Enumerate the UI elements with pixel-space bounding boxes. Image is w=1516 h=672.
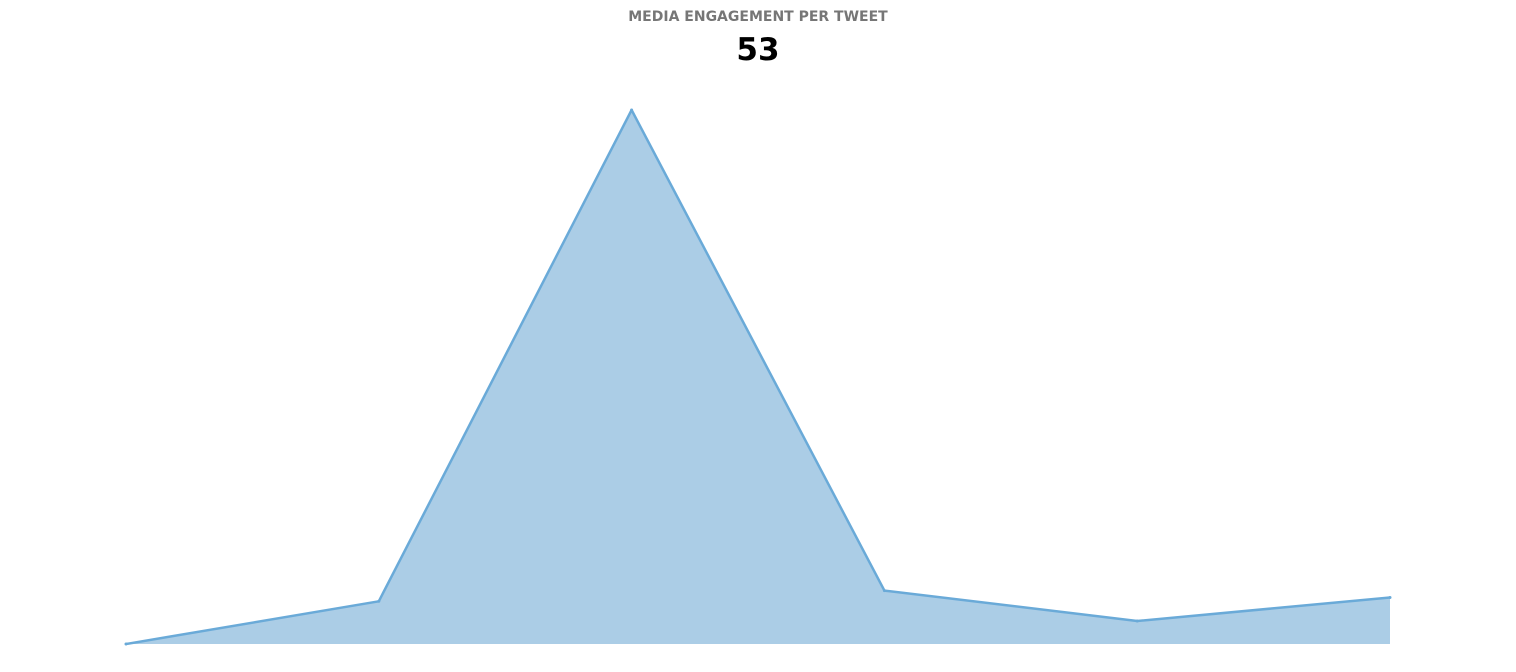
data-point (1388, 596, 1392, 599)
widget-title: MEDIA ENGAGEMENT PER TWEET (628, 9, 888, 25)
data-point (124, 642, 128, 646)
data-point (882, 589, 886, 593)
data-point (377, 599, 381, 603)
area-fill (126, 110, 1390, 644)
widget-value: 53 (736, 32, 780, 68)
series-line (125, 108, 1391, 646)
data-point (1135, 619, 1139, 623)
data-point (630, 108, 634, 112)
